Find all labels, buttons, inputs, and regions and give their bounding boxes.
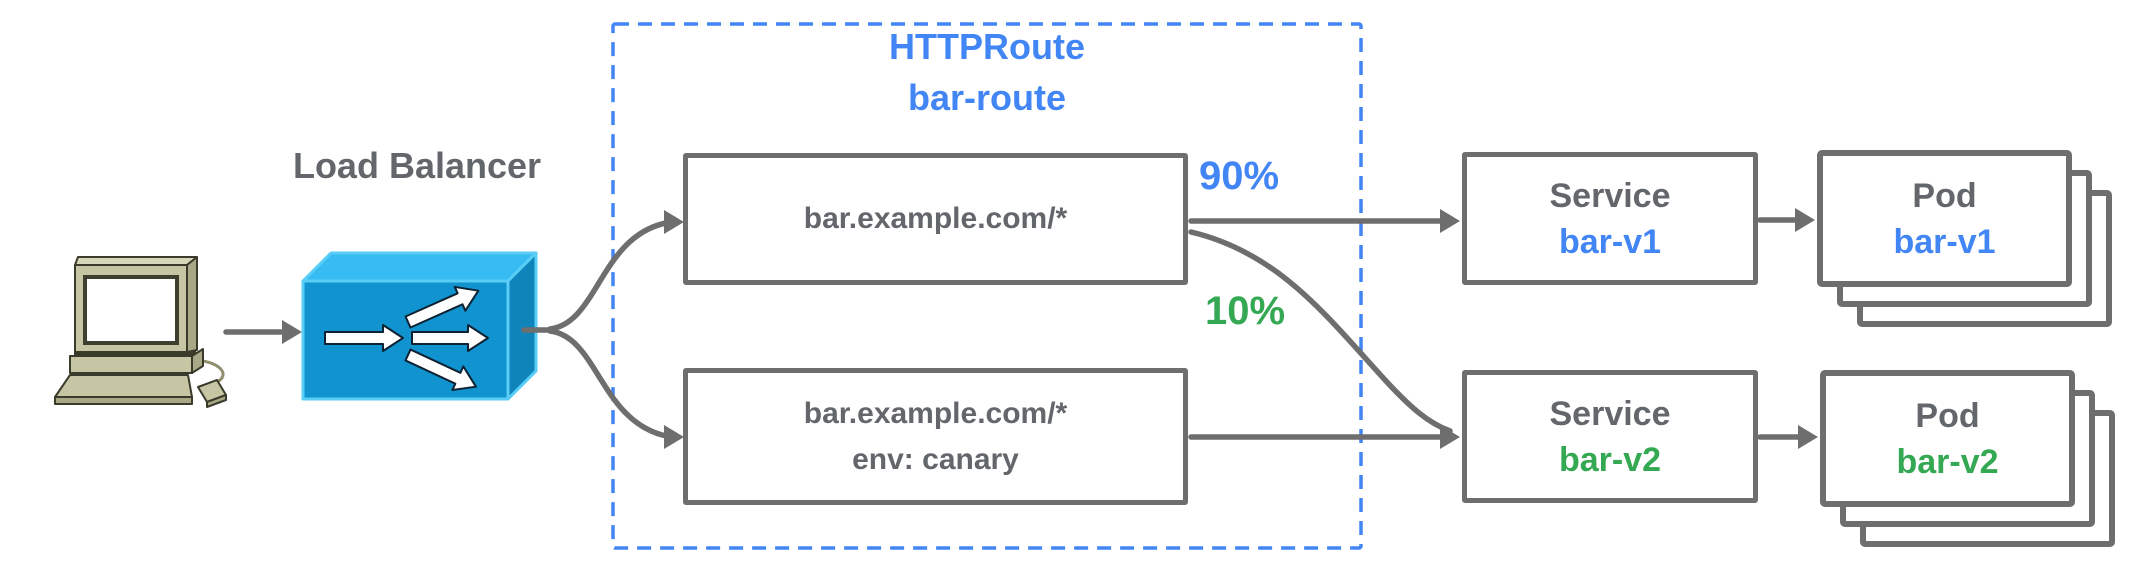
route-match-box-1: bar.example.com/* [683, 153, 1188, 285]
service-kind: Service [1549, 394, 1671, 433]
weight-90-label: 90% [1199, 154, 1280, 198]
arrow-lb-to-match-1 [521, 210, 684, 333]
monitor-top [74, 256, 198, 266]
route-match-box-2: bar.example.com/* env: canary [683, 368, 1188, 505]
service-bar-v2-box: Service bar-v2 [1462, 370, 1758, 503]
arrow-lb-to-match-2 [547, 328, 684, 449]
match-2-header: env: canary [852, 442, 1019, 476]
httproute-name: bar-route [907, 77, 1066, 118]
monitor-screen [83, 275, 179, 345]
arrow-match2-to-service-v2 [1188, 425, 1460, 449]
service-name: bar-v1 [1558, 222, 1662, 261]
match-1-hostname: bar.example.com/* [803, 202, 1068, 235]
service-kind: Service [1549, 176, 1671, 215]
load-balancer-label: Load Balancer [292, 145, 542, 186]
httproute-dashed-container [611, 22, 1363, 550]
lb-out-arrow-down [404, 348, 477, 392]
pod-bar-v2-card: Pod bar-v2 [1820, 370, 2075, 507]
lb-in-arrow [324, 324, 404, 352]
arrow-service-v2-to-pod [1757, 425, 1818, 449]
monitor-side [186, 256, 198, 353]
pod-kind: Pod [1912, 176, 1977, 215]
computer-base [69, 355, 193, 374]
desktop-computer-icon [54, 256, 227, 408]
arrow-10-to-service-v2 [1188, 229, 1453, 434]
pod-name: bar-v2 [1896, 442, 1999, 481]
lb-out-arrow-up [404, 285, 480, 329]
pod-bar-v1-card: Pod bar-v1 [1817, 150, 2072, 287]
arrow-90-to-service-v1 [1188, 209, 1460, 233]
pod-bar-v1-stack: Pod bar-v1 [1817, 150, 2118, 333]
pod-kind: Pod [1915, 396, 1980, 435]
pod-name: bar-v1 [1893, 222, 1996, 261]
httproute-kind: HTTPRoute [889, 26, 1085, 67]
httproute-title: HTTPRoute bar-route [613, 21, 1361, 123]
service-bar-v1-box: Service bar-v1 [1462, 152, 1758, 285]
match-2-hostname: bar.example.com/* [803, 396, 1068, 430]
pod-bar-v2-stack: Pod bar-v2 [1820, 370, 2121, 553]
weight-10-label: 10% [1205, 289, 1286, 333]
lb-out-arrow-mid [411, 324, 489, 352]
arrow-service-v1-to-pod [1757, 208, 1815, 232]
arrow-client-to-lb [223, 320, 302, 344]
keyboard-icon [54, 374, 193, 398]
service-name: bar-v2 [1558, 440, 1662, 479]
load-balancer-icon [301, 251, 538, 401]
